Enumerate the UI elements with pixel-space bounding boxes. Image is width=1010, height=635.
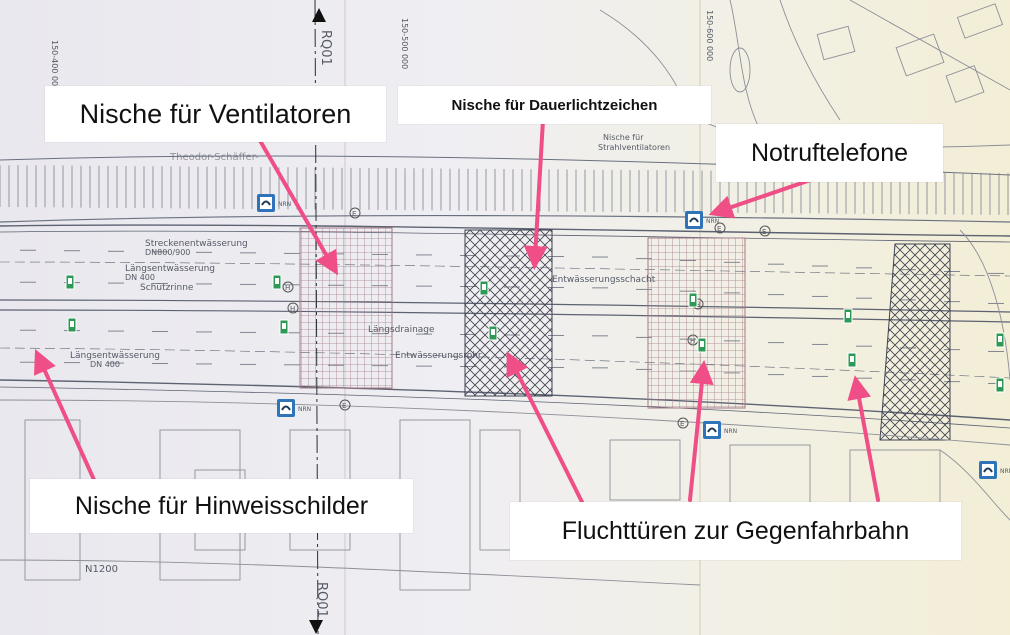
- marker-e-4: E: [339, 399, 351, 411]
- marker-h-1: H: [282, 281, 294, 293]
- phone-icon: NRN: [257, 194, 291, 212]
- arrow-fluchttuer-3: [847, 375, 880, 502]
- station-label-2: 150-500 000: [400, 18, 409, 69]
- section-label-top: RQ01: [318, 30, 333, 66]
- phone-code: NRN: [724, 428, 737, 435]
- svg-text:H: H: [690, 337, 695, 345]
- callout-ventilatoren: Nische für Ventilatoren: [45, 86, 386, 142]
- emergency-exit-icons: [65, 274, 1005, 393]
- arrow-fluchttuer-1: [506, 351, 584, 504]
- section-label-bottom: RQ01: [314, 582, 329, 618]
- emergency-exit-icon: [488, 325, 498, 341]
- arrow-ventilatoren: [253, 130, 339, 276]
- callout-fluchttueren: Fluchttüren zur Gegenfahrbahn: [510, 502, 961, 560]
- marker-e-2: E: [714, 222, 726, 234]
- emergency-exit-icon: [279, 319, 289, 335]
- label-nische-strahl-2: Strahlventilatoren: [598, 143, 670, 152]
- niche-ventilators: [299, 227, 393, 389]
- label-n1200: N1200: [85, 564, 118, 575]
- phone-icons: NRN NRN NRN NRN NRN: [257, 194, 1010, 479]
- label-laengs-1: Längsentwässerung: [125, 264, 215, 274]
- callout-hinweisschilder: Nische für Hinweisschilder: [30, 479, 413, 533]
- phone-code: NRN: [278, 201, 291, 208]
- svg-text:E: E: [352, 210, 356, 218]
- emergency-exit-icon: [995, 332, 1005, 348]
- label-laengsdrainage: Längsdrainage: [368, 325, 435, 335]
- marker-e-5: E: [677, 417, 689, 429]
- arrow-hinweisschilder: [33, 349, 97, 484]
- svg-text:E: E: [342, 402, 346, 410]
- emergency-exit-icon: [67, 317, 77, 333]
- marker-e-3: E: [759, 225, 771, 237]
- label-nische-strahl-1: Nische für: [603, 133, 644, 142]
- arrow-fluchttuer-2: [688, 360, 714, 502]
- label-streckenentwaesserung: Streckenentwässerung: [145, 239, 248, 249]
- callout-dauerlicht: Nische für Dauerlichtzeichen: [398, 86, 711, 124]
- niche-right: [879, 243, 951, 441]
- label-strasse: Theodor-Schäffer-: [169, 152, 259, 163]
- phone-icon: NRN: [979, 461, 1010, 479]
- arrow-dauerlicht: [523, 118, 548, 270]
- marker-e-1: E: [349, 207, 361, 219]
- station-label-3: 150-600 000: [705, 10, 714, 61]
- niche-dauerlicht: [464, 229, 553, 397]
- emergency-exit-icon: [843, 308, 853, 324]
- svg-text:H: H: [695, 301, 700, 309]
- callout-notruftelefone: Notruftelefone: [716, 124, 943, 182]
- station-label-1: 150-400 000: [50, 40, 59, 91]
- label-schuetzrinne: Schützrinne: [140, 283, 194, 293]
- phone-code: NRN: [706, 218, 719, 225]
- emergency-exit-icon: [847, 352, 857, 368]
- emergency-exit-icon: [697, 337, 707, 353]
- phone-code: NRN: [1000, 468, 1010, 475]
- phone-icon: NRN: [277, 399, 311, 417]
- phone-code: NRN: [298, 406, 311, 413]
- emergency-exit-icon: [995, 377, 1005, 393]
- svg-text:E: E: [717, 225, 721, 233]
- label-strecken-dn: DN800/900: [145, 248, 190, 257]
- upper-roadway-ticks: [0, 165, 1009, 215]
- label-entwaesserung-1: Entwässerungsschacht: [552, 275, 656, 285]
- callout-arrows: [33, 118, 880, 504]
- emergency-exit-icon: [65, 274, 75, 290]
- emergency-exit-icon: [479, 280, 489, 296]
- label-laengs-1-dn: DN 400: [125, 273, 155, 282]
- emergency-exit-icon: [272, 274, 282, 290]
- niche-exit-1: [647, 237, 746, 409]
- label-entwaesserung-2: Entwässerungsrohr: [395, 351, 482, 361]
- svg-text:E: E: [762, 228, 766, 236]
- marker-h-2: H: [287, 302, 299, 314]
- phone-icon: NRN: [685, 211, 719, 229]
- svg-text:H: H: [285, 284, 290, 292]
- label-laengs-2: Längsentwässerung: [70, 351, 160, 361]
- svg-text:H: H: [290, 305, 295, 313]
- svg-text:E: E: [680, 420, 684, 428]
- label-laengs-2-dn: DN 400: [90, 360, 120, 369]
- emergency-exit-icon: [688, 292, 698, 308]
- phone-icon: NRN: [703, 421, 737, 439]
